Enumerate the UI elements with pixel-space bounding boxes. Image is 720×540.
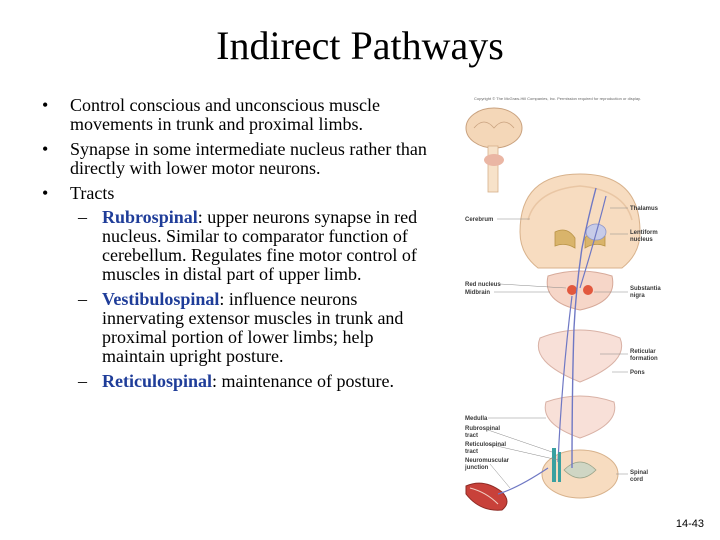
label-reticular-1: Reticular — [630, 349, 656, 355]
label-neuromuscular-2: junction — [464, 465, 489, 471]
bullet-dot: • — [42, 95, 49, 115]
label-lentiform-1: Lentiform — [630, 230, 658, 236]
tract-description: : influence neurons innervating extensor… — [102, 289, 404, 366]
bullet-item: • Control conscious and unconscious musc… — [40, 96, 428, 134]
tract-name: Reticulospinal — [102, 371, 213, 391]
bullet-text: Control conscious and unconscious muscle… — [70, 95, 380, 134]
label-cerebrum: Cerebrum — [465, 217, 493, 223]
tract-description: : upper neurons synapse in red nucleus. … — [102, 207, 418, 284]
label-midbrain: Midbrain — [465, 290, 490, 296]
slide-title: Indirect Pathways — [216, 23, 504, 68]
bullet-dot: • — [42, 139, 49, 159]
muscle-illustration — [465, 482, 508, 511]
label-rubrospinal-1: Rubrospinal — [465, 426, 500, 432]
leader-lines — [487, 207, 628, 489]
tract-list: –Rubrospinal: upper neurons synapse in r… — [70, 208, 428, 391]
label-substantia-1: Substantia — [630, 286, 661, 292]
tract-description: : maintenance of posture. — [212, 371, 394, 391]
copyright-notice: Copyright © The McGraw-Hill Companies, I… — [474, 96, 641, 101]
bullet-text: Tracts — [70, 183, 115, 203]
label-spinal-1: Spinal — [630, 470, 648, 476]
label-reticulospinal-2: tract — [465, 449, 478, 455]
tract-lines — [497, 187, 607, 495]
midbrain-section — [546, 270, 614, 311]
brain-pathway-figure: Cerebrum Thalamus Lentiform nucleus Red … — [464, 107, 661, 511]
bullet-item: • Tracts –Rubrospinal: upper neurons syn… — [40, 184, 428, 391]
tract-name: Rubrospinal — [102, 207, 198, 227]
dash-mark: – — [78, 289, 87, 309]
label-substantia-2: nigra — [630, 293, 645, 299]
label-reticulospinal-1: Reticulospinal — [465, 442, 506, 448]
label-neuromuscular-1: Neuromuscular — [465, 458, 510, 464]
dash-mark: – — [78, 371, 87, 391]
cerebrum-section — [519, 173, 641, 269]
bullet-text: Synapse in some intermediate nucleus rat… — [70, 139, 427, 178]
label-rubrospinal-2: tract — [465, 433, 478, 439]
tract-item: –Rubrospinal: upper neurons synapse in r… — [40, 208, 428, 284]
tract-item: –Vestibulospinal: influence neurons inne… — [40, 290, 428, 366]
dash-mark: – — [78, 207, 87, 227]
label-red-nucleus: Red nucleus — [465, 282, 501, 288]
bullet-list: • Control conscious and unconscious musc… — [40, 96, 428, 397]
tract-item: –Reticulospinal: maintenance of posture. — [40, 372, 428, 391]
label-pons: Pons — [630, 370, 645, 376]
bullet-dot: • — [42, 183, 49, 203]
label-thalamus: Thalamus — [630, 206, 659, 212]
label-spinal-2: cord — [630, 477, 643, 483]
tract-name: Vestibulospinal — [102, 289, 220, 309]
figure-labels: Cerebrum Thalamus Lentiform nucleus Red … — [464, 206, 661, 483]
medulla-section — [544, 395, 616, 439]
label-lentiform-2: nucleus — [630, 237, 653, 243]
small-brain-icon — [465, 107, 523, 193]
bullet-item: • Synapse in some intermediate nucleus r… — [40, 140, 428, 178]
pons-section — [538, 329, 622, 383]
label-medulla: Medulla — [465, 416, 488, 422]
page-number: 14-43 — [675, 518, 704, 530]
label-reticular-2: formation — [630, 356, 658, 362]
